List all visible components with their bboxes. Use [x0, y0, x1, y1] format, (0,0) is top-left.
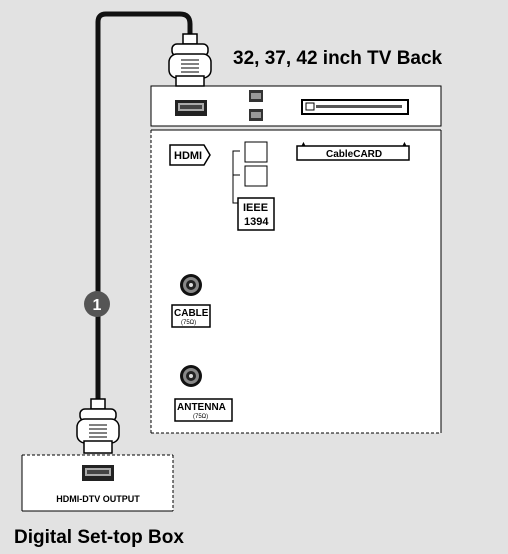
- hdmi-cable: [95, 11, 193, 406]
- antenna-ohm-label: (75Ω): [193, 414, 208, 420]
- cablecard-arrow-right: ▲: [401, 141, 408, 148]
- tv-back-title: 32, 37, 42 inch TV Back: [233, 48, 443, 69]
- antenna-label: ANTENNA: [177, 402, 226, 413]
- ieee-label-line1: IEEE: [243, 202, 268, 214]
- step-badge: 1: [84, 291, 110, 317]
- tv-back-top-strip: [150, 85, 442, 127]
- antenna-coax-connector: [180, 365, 202, 387]
- ieee-1394-label-box: IEEE 1394: [237, 197, 275, 231]
- set-top-box-panel: HDMI-DTV OUTPUT: [21, 454, 174, 512]
- tv-back-main-panel: HDMI IEEE 1394 ▲ ▲ CableCARD C: [150, 129, 442, 434]
- cablecard-slot: [301, 99, 409, 115]
- tv-hdmi-port: [175, 100, 207, 116]
- cable-ohm-label: (75Ω): [181, 320, 196, 326]
- cablecard-label-box: ▲ ▲ CableCARD: [296, 141, 410, 161]
- cablecard-label: CableCARD: [326, 149, 382, 160]
- tv-firewire-ports: [249, 90, 263, 121]
- cable-label-box: CABLE (75Ω): [171, 304, 211, 328]
- cable-coax-connector: [180, 274, 202, 296]
- hdmi-plug-top: [168, 33, 212, 87]
- stb-hdmi-port: [82, 465, 114, 481]
- cablecard-arrow-left: ▲: [300, 141, 307, 148]
- ieee-bracket: [232, 150, 240, 204]
- cable-label: CABLE: [174, 308, 209, 319]
- antenna-label-box: ANTENNA (75Ω): [174, 398, 233, 422]
- step-number: 1: [93, 297, 102, 314]
- hdmi-label-tag: HDMI: [169, 144, 211, 166]
- ieee-port-1: [244, 141, 268, 163]
- hdmi-label: HDMI: [174, 150, 202, 162]
- ieee-port-2: [244, 165, 268, 187]
- hdmi-plug-bottom: [76, 398, 120, 454]
- set-top-box-title: Digital Set-top Box: [14, 527, 184, 548]
- ieee-label-line2: 1394: [244, 216, 269, 228]
- hdmi-dtv-output-label: HDMI-DTV OUTPUT: [56, 494, 140, 504]
